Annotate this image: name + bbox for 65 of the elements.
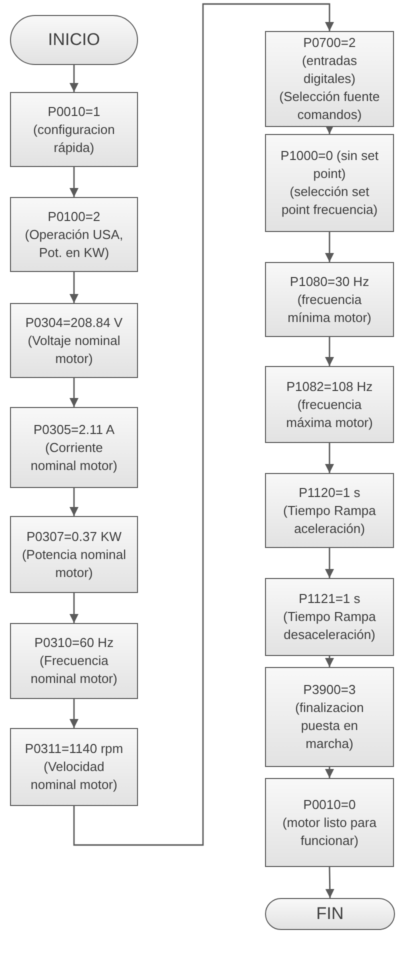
end-terminal xyxy=(265,898,395,930)
process-box xyxy=(10,728,138,806)
process-box xyxy=(10,92,138,167)
arrow xyxy=(73,3,334,846)
process-box xyxy=(10,197,138,272)
arrow xyxy=(70,65,78,92)
parameter-setting: P0305=2.11 A xyxy=(33,420,115,438)
parameter-description: (Potencia nominal motor) xyxy=(21,546,127,582)
terminal-label: FIN xyxy=(316,904,344,924)
arrow xyxy=(70,593,78,623)
process-box xyxy=(10,407,138,488)
parameter-description: (Corriente nominal motor) xyxy=(30,438,118,474)
parameter-description: (Velocidad nominal motor) xyxy=(30,758,118,794)
parameter-setting: P1000=0 (sin set point) xyxy=(280,147,380,183)
arrow xyxy=(325,443,334,473)
process-box xyxy=(265,262,394,337)
process-box xyxy=(265,473,394,548)
process-box xyxy=(265,778,394,867)
arrow xyxy=(325,125,334,134)
process-box xyxy=(265,667,394,767)
process-box xyxy=(10,303,138,378)
arrow xyxy=(70,167,78,197)
arrow xyxy=(70,378,78,407)
parameter-setting: P0307=0.37 KW xyxy=(26,528,122,546)
process-box xyxy=(265,366,394,443)
parameter-description: (motor listo para funcionar) xyxy=(282,814,378,850)
arrow xyxy=(325,656,334,667)
parameter-description: (selección set point frecuencia) xyxy=(280,183,379,219)
parameter-description: (frecuencia máxima motor) xyxy=(285,396,374,432)
parameter-setting: P0010=1 xyxy=(48,102,100,120)
terminal-label: INICIO xyxy=(48,30,100,50)
process-box xyxy=(265,578,394,656)
parameter-description: (Tiempo Rampa desaceleración) xyxy=(282,608,377,644)
arrow xyxy=(325,767,334,778)
arrow xyxy=(325,232,334,262)
parameter-description: (finalizacion puesta en marcha) xyxy=(294,699,365,753)
arrow xyxy=(70,488,78,516)
parameter-description: (Voltaje nominal motor) xyxy=(26,332,122,368)
parameter-setting: P0304=208.84 V xyxy=(25,314,123,332)
parameter-setting: P1080=30 Hz xyxy=(290,272,370,290)
process-box xyxy=(10,623,138,699)
parameter-description: (configuracion rápida) xyxy=(32,120,116,156)
parameter-setting: P1121=1 s xyxy=(298,590,360,608)
arrow xyxy=(325,866,334,898)
arrow xyxy=(70,699,78,728)
parameter-setting: P3900=3 xyxy=(303,681,356,699)
start-terminal xyxy=(10,15,138,65)
parameter-setting: P0700=2 (entradas digitales) xyxy=(301,34,358,88)
parameter-description: (Operación USA, Pot. en KW) xyxy=(24,226,124,262)
arrow xyxy=(70,272,78,303)
parameter-setting: P0010=0 xyxy=(303,796,356,814)
process-box xyxy=(265,134,394,232)
parameter-setting: P0100=2 xyxy=(48,208,100,226)
process-box xyxy=(265,31,394,127)
parameter-description: (Frecuencia nominal motor) xyxy=(30,652,118,688)
parameter-setting: P0311=1140 rpm xyxy=(24,740,124,758)
parameter-description: (Tiempo Rampa aceleración) xyxy=(282,502,377,538)
process-box xyxy=(10,516,138,593)
parameter-setting: P1082=108 Hz xyxy=(286,378,373,396)
arrow xyxy=(325,337,334,366)
parameter-description: (Selección fuente comandos) xyxy=(278,88,381,124)
arrow xyxy=(325,548,334,578)
parameter-setting: P1120=1 s xyxy=(298,484,360,502)
parameter-description: (frecuencia mínima motor) xyxy=(286,290,372,326)
parameter-setting: P0310=60 Hz xyxy=(34,634,114,652)
